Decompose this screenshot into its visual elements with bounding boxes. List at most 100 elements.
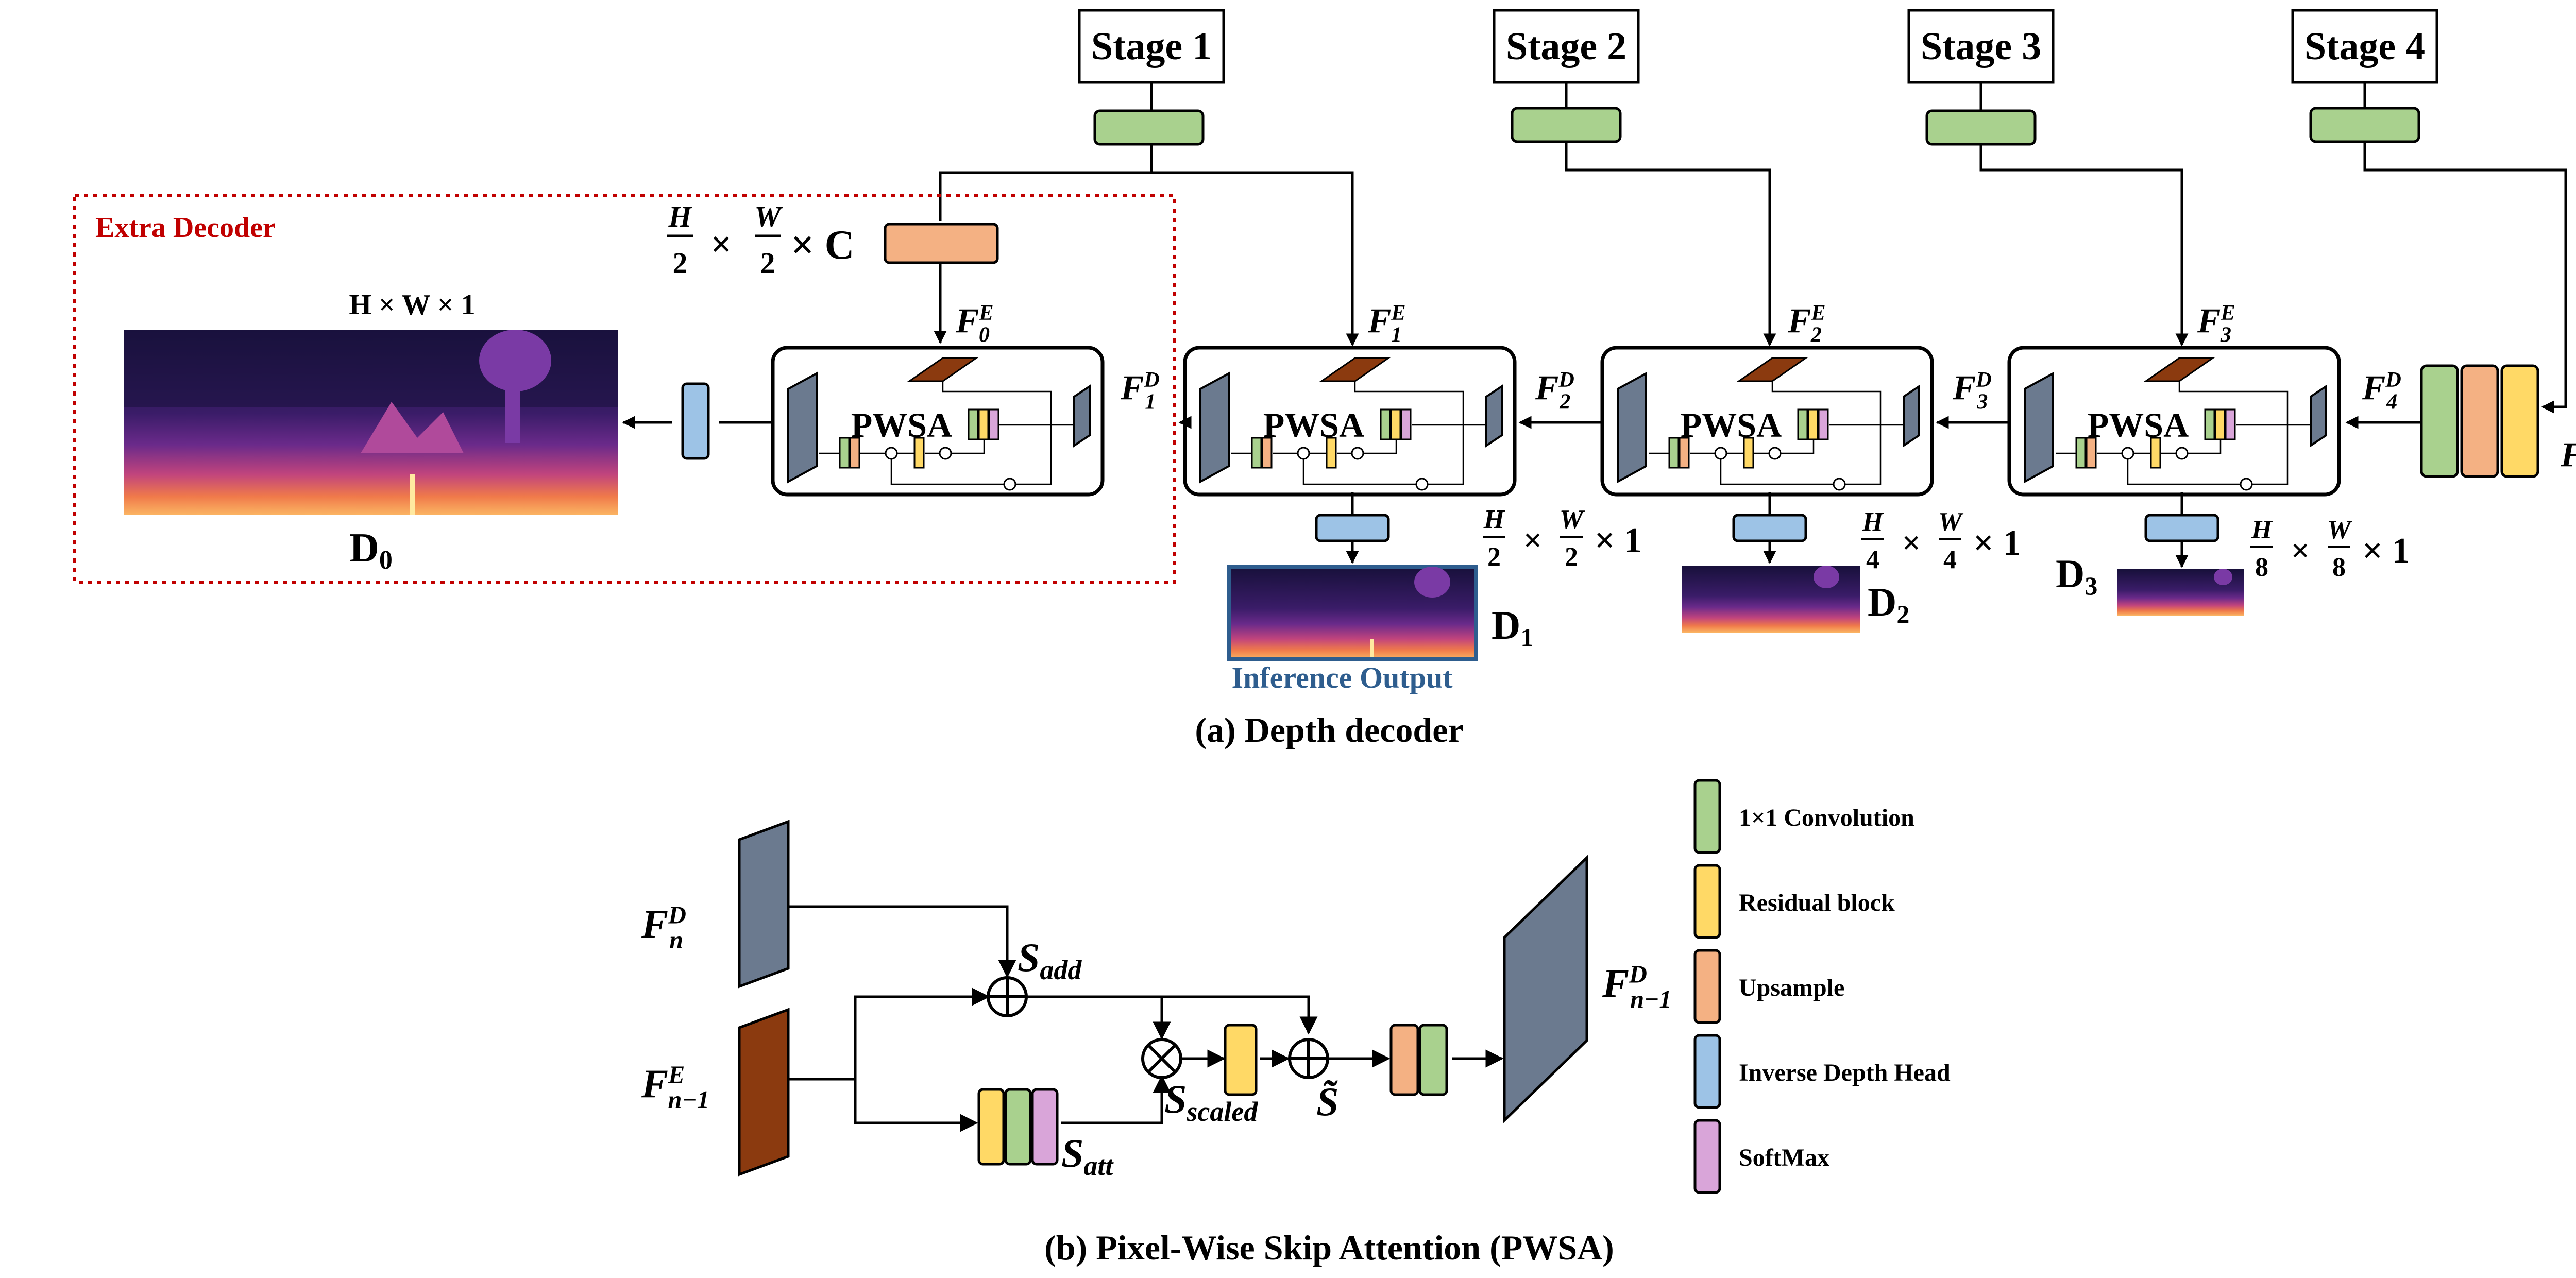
- svg-text:2: 2: [673, 246, 688, 280]
- svg-text:×: ×: [1523, 522, 1542, 558]
- svg-text:H: H: [1862, 507, 1884, 537]
- fn1-decoder-feature: [1503, 855, 1588, 1123]
- fn-decoder-feature: [738, 820, 790, 989]
- pwsa-label: PWSA: [1263, 405, 1364, 445]
- block-output-feature: [1073, 384, 1091, 448]
- fn1-encoder-feature: [738, 1008, 790, 1177]
- d0-label: D0: [349, 525, 393, 575]
- d0-size-label: H × W × 1: [349, 289, 475, 321]
- svg-text:4: 4: [1943, 545, 1957, 574]
- svg-text:H: H: [1483, 505, 1505, 534]
- legend-swatch: [1693, 949, 1721, 1024]
- legend-label: Upsample: [1739, 974, 1844, 1001]
- legend-label: Inverse Depth Head: [1739, 1059, 1951, 1086]
- f4-encoder-label: FE4: [2560, 435, 2576, 481]
- svg-text:W: W: [1560, 505, 1585, 534]
- block-encoder-feature: [907, 357, 979, 382]
- svg-text:2: 2: [1487, 542, 1501, 572]
- stage-3-conv: [1925, 109, 2037, 146]
- s-scaled-label: Sscaled: [1164, 1077, 1258, 1127]
- svg-text:2: 2: [1565, 542, 1578, 572]
- pwsa-label: PWSA: [851, 405, 952, 445]
- head-d0: [681, 382, 710, 460]
- head-d1: [1315, 514, 1390, 542]
- block-output-feature: [2310, 384, 2327, 448]
- stage-3-box: Stage 3: [1907, 9, 2055, 84]
- pwsa-block-1: PWSA: [1183, 346, 1517, 497]
- output-label: D3: [2056, 551, 2097, 600]
- att-conv: [1004, 1088, 1032, 1166]
- stage-2-label: Stage 2: [1506, 25, 1626, 68]
- caption-a: (a) Depth decoder: [1195, 710, 1463, 749]
- svg-text:H: H: [668, 200, 692, 233]
- extra-decoder-region: [73, 194, 1176, 584]
- att-residual: [977, 1088, 1005, 1166]
- block-input-feature: [1199, 371, 1230, 484]
- inference-output-label: Inference Output: [1231, 661, 1453, 694]
- svg-text:× 1: × 1: [1595, 521, 1642, 560]
- block-input-feature: [2024, 371, 2054, 484]
- att-softmax: [1031, 1088, 1059, 1166]
- s-att-label: Satt: [1061, 1131, 1114, 1181]
- legend-swatch: [1693, 779, 1721, 854]
- stage-1-dims: H 2 × W 2 × C: [667, 200, 854, 280]
- depth-map-d0: [124, 330, 618, 515]
- output-d1: D1 H 2 × W 2 × 1: [1483, 505, 1642, 652]
- svg-text:4: 4: [1866, 545, 1879, 574]
- s-tilde-label: S̃: [1316, 1079, 1338, 1124]
- pwsa-block-3: PWSA: [2007, 346, 2341, 497]
- scaled-residual: [1224, 1024, 1258, 1096]
- output-label: D1: [1492, 603, 1533, 652]
- pwsa-detail: [738, 820, 1588, 1177]
- legend-label: SoftMax: [1739, 1144, 1829, 1171]
- svg-text:W: W: [754, 200, 783, 233]
- caption-b: (b) Pixel-Wise Skip Attention (PWSA): [1044, 1228, 1614, 1267]
- legend-item-2: Upsample: [1693, 949, 1844, 1024]
- stage-1-conv: [1093, 109, 1205, 146]
- legend-item-3: Inverse Depth Head: [1693, 1034, 1951, 1109]
- svg-text:H: H: [2251, 515, 2273, 544]
- block-encoder-feature: [1736, 357, 1808, 382]
- block-output-feature: [1485, 384, 1503, 448]
- svg-text:2: 2: [760, 246, 775, 280]
- svg-text:× 1: × 1: [1973, 523, 2021, 563]
- svg-text:W: W: [2327, 515, 2353, 544]
- stage-4-box: Stage 4: [2291, 9, 2438, 84]
- depth-map-d2: [1682, 566, 1860, 633]
- stage-1-upsample: [884, 223, 999, 264]
- stage-4-label: Stage 4: [2304, 25, 2425, 68]
- svg-text:× 1: × 1: [2362, 531, 2410, 571]
- block-encoder-feature: [2143, 357, 2215, 382]
- legend-item-1: Residual block: [1693, 864, 1895, 939]
- final-conv: [1418, 1024, 1448, 1096]
- block-encoder-feature: [1319, 357, 1391, 382]
- s-add-label: Sadd: [1018, 935, 1082, 985]
- legend-item-0: 1×1 Convolution: [1693, 779, 1914, 854]
- stage-4-conv: [2309, 107, 2420, 143]
- output-label: D2: [1868, 580, 1909, 628]
- stage-1-box: Stage 1: [1078, 9, 1225, 84]
- depth-map-d1: [1227, 565, 1478, 661]
- pwsa-label: PWSA: [2088, 405, 2189, 445]
- f4-input-stack: [2420, 364, 2539, 478]
- stage-2-box: Stage 2: [1493, 9, 1640, 84]
- svg-text:×: ×: [2291, 532, 2310, 569]
- pwsa-block-2: PWSA: [1600, 346, 1934, 497]
- legend-swatch: [1693, 1034, 1721, 1109]
- block-output-feature: [1903, 384, 1920, 448]
- svg-text:× C: × C: [791, 223, 854, 268]
- pwsa-block-0: PWSA: [771, 346, 1105, 497]
